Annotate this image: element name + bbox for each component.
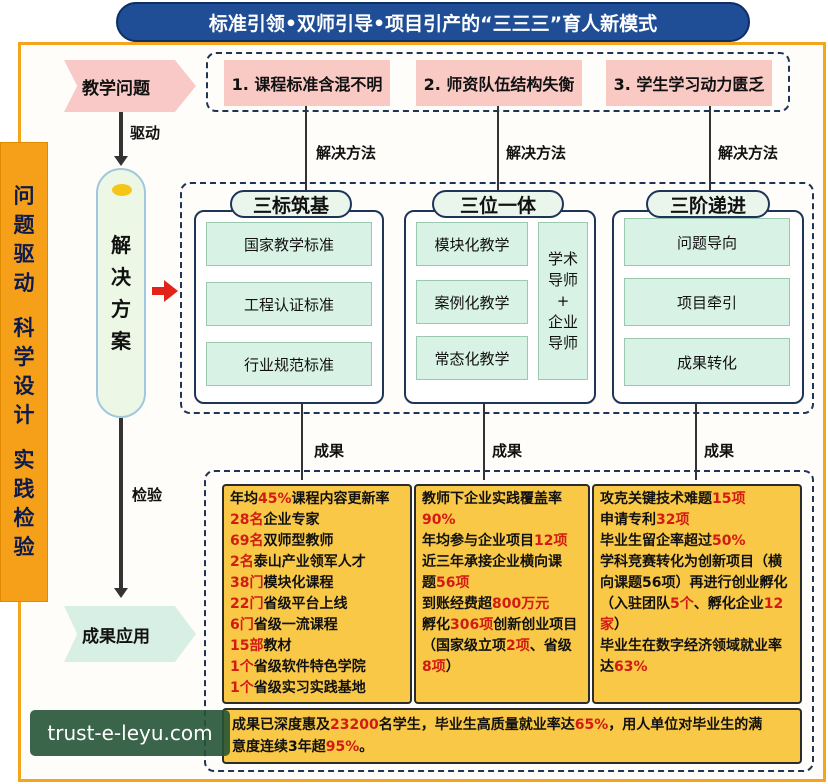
result-line: 2名泰山产业领军人才 <box>230 554 366 570</box>
result-line: 90% <box>422 512 456 528</box>
standard-item-1: 国家教学标准 <box>206 222 372 266</box>
problem-2: 2. 师资队伍结构失衡 <box>416 60 582 106</box>
diagram-title: 标准引领•双师引导•项目引产的“三三三”育人新模式 <box>116 2 750 42</box>
result-arrow-line-1 <box>301 404 303 480</box>
solution-label: 解决方案 <box>111 229 131 357</box>
result-line: 学科竞赛转化为创新项目（横 <box>600 554 782 570</box>
side-bar: 问题驱动 科学设计 实践检验 <box>0 142 48 602</box>
panel-integration-title: 三位一体 <box>432 190 564 218</box>
mentor-text: 学术 <box>547 249 578 268</box>
result-line: 意度连续3年超95%。 <box>232 739 374 755</box>
side-label-design: 科学设计 <box>13 316 35 427</box>
side-label-verify: 实践检验 <box>13 448 35 559</box>
result-line: 申请专利32项 <box>600 512 690 528</box>
result-line: 家） <box>600 617 628 633</box>
result-label-3: 成果 <box>704 442 735 460</box>
result-line: 1个省级软件特色学院 <box>230 659 366 675</box>
drive-label: 驱动 <box>130 124 161 142</box>
result-line: （入驻团队5个、孵化企业12 <box>600 596 784 612</box>
result-arrow-line-2 <box>483 404 485 480</box>
result-line: 年均参与企业项目12项 <box>422 533 568 549</box>
result-line: 1个省级实习实践基地 <box>230 680 366 696</box>
result-box-integration: 教师下企业实践覆盖率 90% 年均参与企业项目12项近三年承接企业横向课题56项到账… <box>414 484 590 704</box>
check-arrow-line <box>119 418 123 588</box>
mentor-text: + <box>556 291 570 310</box>
standard-item-3: 行业规范标准 <box>206 342 372 386</box>
summary-box: 成果已深度惠及23200名学生，毕业生高质量就业率达65%，用人单位对毕业生的满… <box>222 708 802 764</box>
result-label-2: 成果 <box>492 442 523 460</box>
problem-3: 3. 学生学习动力匮乏 <box>606 60 772 106</box>
result-arrow-line-3 <box>695 404 697 480</box>
result-line: 6门省级一流课程 <box>230 617 338 633</box>
result-box-standards: 年均45%课程内容更新率 28名企业专家 69名双师型教师 2名泰山产业领军人才 38门… <box>222 484 412 704</box>
result-line: （国家级立项2项、省级 <box>422 638 572 654</box>
drive-arrow-head <box>114 156 128 166</box>
panel-progression-title: 三阶递进 <box>646 190 770 218</box>
mentor-text: 企业 <box>547 312 578 331</box>
solution-char: 案 <box>111 329 131 353</box>
dual-mentor-box: 学术导师+企业导师 <box>538 222 588 380</box>
result-tag: 成果应用 <box>64 606 196 662</box>
solution-char: 方 <box>111 297 131 321</box>
side-label-drive: 问题驱动 <box>13 184 35 295</box>
result-line: 69名双师型教师 <box>230 533 334 549</box>
solution-capsule: 解决方案 <box>96 168 146 418</box>
results-group <box>204 470 814 772</box>
drive-arrow-line <box>119 112 123 156</box>
method-label-1: 解决方法 <box>316 144 377 162</box>
mentor-text: 导师 <box>547 333 578 352</box>
solutions-group <box>180 182 814 414</box>
progression-item-3: 成果转化 <box>624 338 790 386</box>
method-arrow-line-1 <box>305 106 307 192</box>
result-line: 年均45%课程内容更新率 <box>230 491 390 507</box>
panel-standards-title: 三标筑基 <box>230 190 352 218</box>
method-label-3: 解决方法 <box>718 144 779 162</box>
mentor-text: 导师 <box>547 270 578 289</box>
result-line: 28名企业专家 <box>230 512 320 528</box>
result-label-1: 成果 <box>314 442 345 460</box>
check-label: 检验 <box>132 486 163 504</box>
problem-tag: 教学问题 <box>64 60 196 112</box>
teaching-item-1: 模块化教学 <box>416 222 528 266</box>
result-line: 向课题56项）再进行创业孵化 <box>600 575 788 591</box>
result-line: 22门省级平台上线 <box>230 596 348 612</box>
teaching-item-2: 案例化教学 <box>416 280 528 324</box>
method-arrow-line-2 <box>497 106 499 192</box>
capsule-dot <box>112 184 132 196</box>
solution-char: 解 <box>111 233 131 257</box>
red-arrow-icon <box>152 280 178 302</box>
teaching-item-3: 常态化教学 <box>416 336 528 380</box>
progression-item-2: 项目牵引 <box>624 278 790 326</box>
result-line: 38门模块化课程 <box>230 575 334 591</box>
solution-char: 决 <box>111 265 131 289</box>
watermark: trust-e-leyu.com <box>30 710 230 756</box>
result-line: 题56项 <box>422 575 470 591</box>
result-box-progression: 攻克关键技术难题15项申请专利32项毕业生留企率超过50% 学科竞赛转化为创新项目… <box>592 484 802 704</box>
method-label-2: 解决方法 <box>506 144 567 162</box>
result-line: 15部教材 <box>230 638 292 654</box>
progression-item-1: 问题导向 <box>624 218 790 266</box>
result-line: 教师下企业实践覆盖率 <box>422 491 562 507</box>
check-arrow-head <box>114 588 128 598</box>
result-line: 成果已深度惠及23200名学生，毕业生高质量就业率达65%，用人单位对毕业生的满 <box>232 717 763 733</box>
standard-item-2: 工程认证标准 <box>206 282 372 326</box>
result-line: 毕业生留企率超过50% <box>600 533 746 549</box>
method-arrow-line-3 <box>709 106 711 192</box>
result-line: 到账经费超800万元 <box>422 596 550 612</box>
problem-1: 1. 课程标准含混不明 <box>224 60 390 106</box>
result-line: 攻克关键技术难题15项 <box>600 491 746 507</box>
result-line: 近三年承接企业横向课 <box>422 554 562 570</box>
result-line: 8项） <box>422 659 460 675</box>
result-line: 毕业生在数字经济领域就业率 <box>600 638 782 654</box>
result-line: 孵化306项创新创业项目 <box>422 617 578 633</box>
result-line: 达63% <box>600 659 648 675</box>
